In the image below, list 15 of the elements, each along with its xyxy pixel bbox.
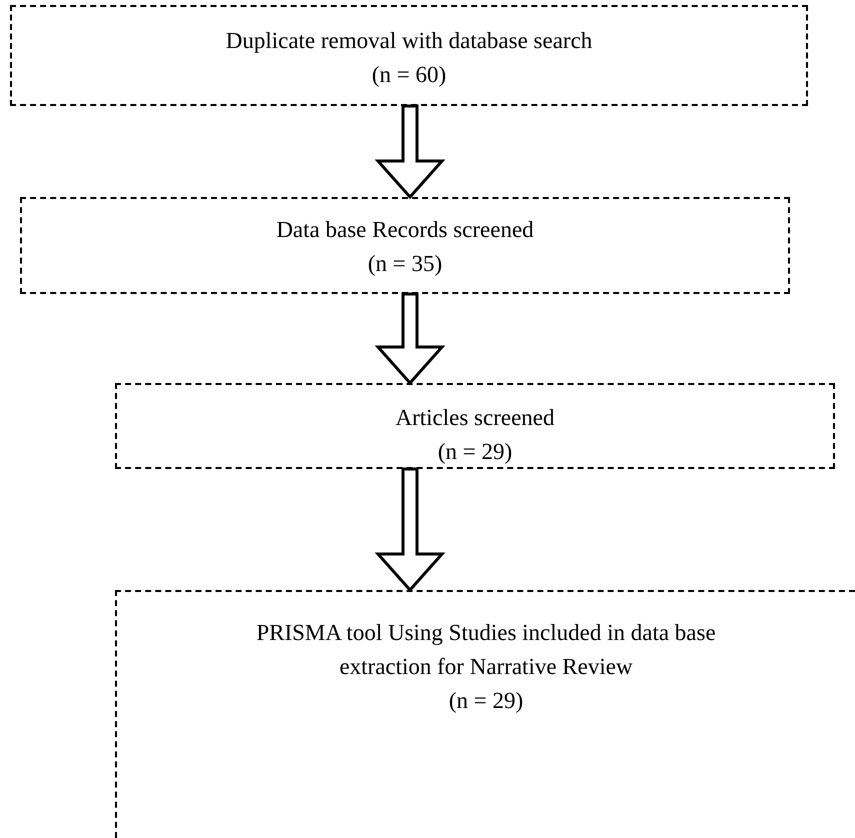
block-arrow xyxy=(374,292,446,386)
count-text: (n = 29) xyxy=(448,687,524,715)
block-arrow xyxy=(374,104,446,200)
count-text: (n = 60) xyxy=(372,61,446,89)
box-text: Duplicate removal with database search xyxy=(226,27,592,55)
process-box xyxy=(20,197,790,294)
box-text: Articles screened xyxy=(395,404,554,432)
count-text: (n = 29) xyxy=(438,438,512,466)
process-box xyxy=(115,590,855,838)
box-text: Data base Records screened xyxy=(276,216,534,244)
count-text: (n = 35) xyxy=(368,250,442,278)
process-box xyxy=(10,5,808,106)
box-text: PRISMA tool Using Studies included in data base extraction for Narrative Review xyxy=(255,619,717,681)
block-arrow xyxy=(374,468,446,592)
process-box xyxy=(115,383,835,469)
